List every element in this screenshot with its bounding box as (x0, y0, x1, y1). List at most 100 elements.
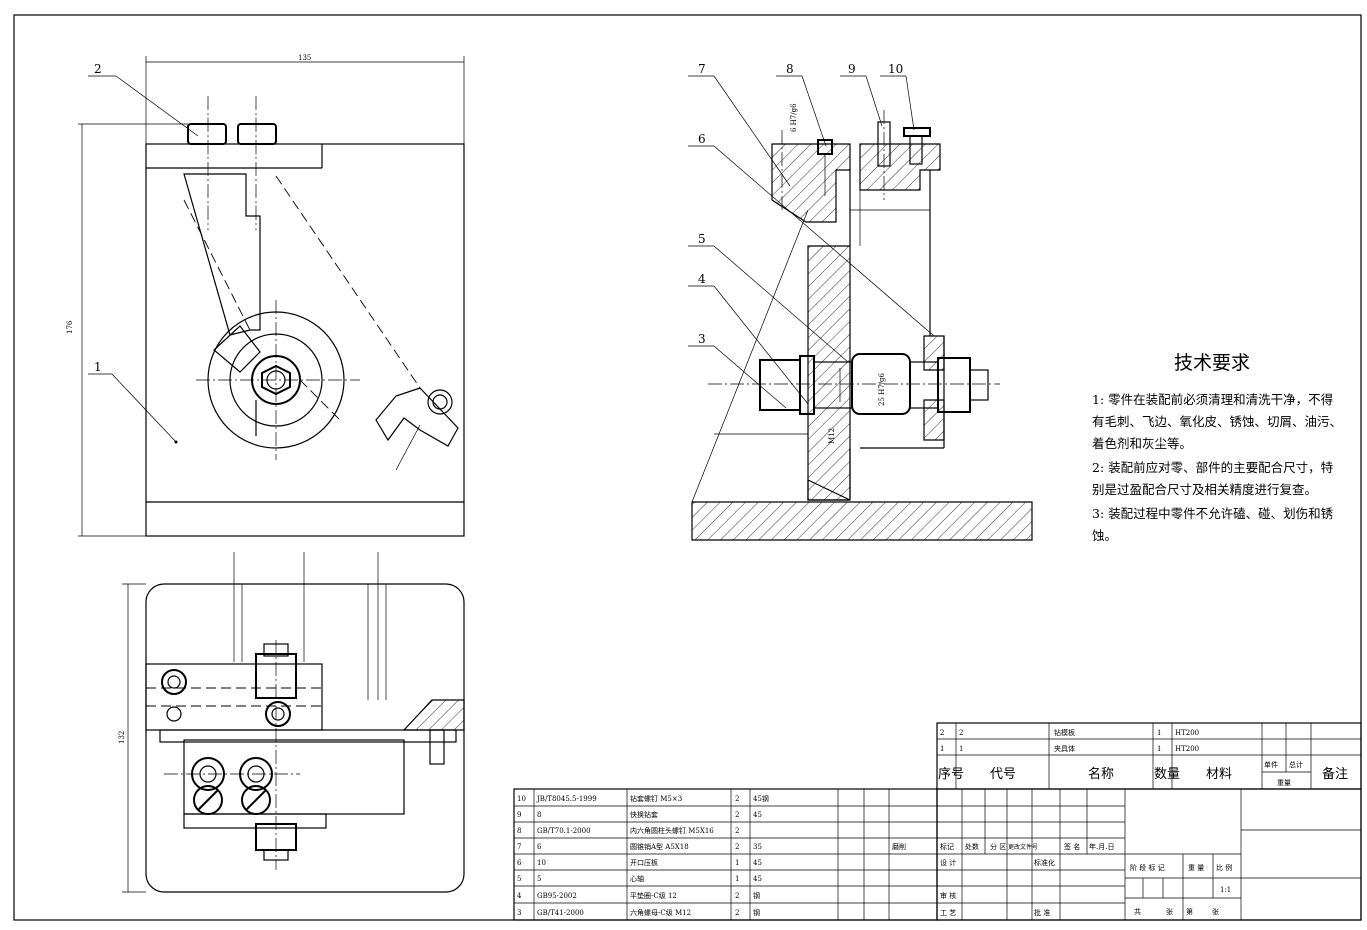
tb-approve: 批 准 (1034, 908, 1050, 917)
lower-row2-name: 快换钻套 (630, 810, 658, 819)
tb-scale: 比 例 (1216, 863, 1232, 872)
dim-drill: 6 H7/g6 (790, 103, 798, 132)
upper-row2-no: 1 (940, 745, 944, 753)
callout-8: 8 (786, 62, 794, 76)
header-no: 序号 (938, 767, 964, 782)
title-block (936, 788, 1362, 921)
lower-row3-code: GB/T70.1-2000 (537, 827, 591, 835)
tb-label-4: 签 名 (1064, 842, 1080, 851)
tb-stage: 阶 段 标 记 (1130, 863, 1165, 872)
lower-row3-qty: 2 (735, 827, 739, 835)
lower-row8-name: 六角螺母-C级 M12 (630, 908, 691, 917)
tb-label-1: 处数 (965, 842, 979, 851)
lower-row4-no: 7 (517, 843, 521, 851)
upper-row1-code: 2 (959, 729, 963, 737)
tb-scale-value: 1:1 (1220, 886, 1231, 894)
lower-row1-no: 10 (517, 795, 526, 803)
upper-row1-qty: 1 (1157, 729, 1161, 737)
right-leaders (688, 75, 935, 409)
tb-label-3: 更改文件号 (1008, 843, 1038, 851)
lower-row6-code: 5 (537, 875, 541, 883)
lower-row4-material: 35 (753, 843, 762, 851)
dim-height-bottom: 132 (118, 731, 126, 744)
callout-3: 3 (698, 332, 706, 346)
tb-standard: 标准化 (1034, 858, 1055, 867)
tech-req-line-5: 别是过盈配合尺寸及相关精度进行复查。 (1092, 482, 1317, 497)
tech-req-line-2: 有毛刺、飞边、氧化皮、锈蚀、切屑、油污、 (1092, 414, 1342, 429)
front-view (78, 56, 465, 537)
tech-req-line-4: 2: 装配前应对零、部件的主要配合尺寸，特 (1092, 460, 1333, 475)
upper-row1-material: HT200 (1175, 729, 1199, 737)
left-leaders (88, 75, 199, 444)
lower-row7-material: 钢 (753, 891, 760, 900)
lower-row3-no: 8 (517, 827, 521, 835)
header-qty: 数量 (1154, 767, 1180, 782)
callout-9: 9 (848, 62, 856, 76)
tech-req-line-3: 着色剂和灰尘等。 (1092, 436, 1192, 451)
lower-row7-name: 平垫圈-C级 12 (630, 891, 677, 900)
tb-label-0: 标记 (940, 842, 954, 851)
lower-row4-name: 圆锥销A型 A5X18 (630, 842, 689, 851)
callout-4: 4 (698, 272, 706, 286)
dim-height-left: 176 (66, 320, 74, 334)
header-weight: 重量 (1277, 779, 1291, 787)
lower-row5-material: 45 (753, 859, 762, 867)
tb-process: 工 艺 (940, 909, 956, 917)
lower-row2-material: 45 (753, 811, 762, 819)
lower-row7-qty: 2 (735, 892, 739, 900)
dim-width-top: 135 (298, 54, 311, 62)
header-name: 名称 (1088, 766, 1114, 782)
lower-row5-code: 10 (537, 859, 546, 867)
tb-sheet-unit-2: 张 (1212, 907, 1219, 916)
lower-row6-qty: 1 (735, 875, 739, 883)
tb-sheet-unit: 张 (1166, 907, 1173, 916)
tb-label-5: 年.月.日 (1089, 842, 1114, 851)
callout-7: 7 (698, 62, 706, 76)
tb-label-2: 分 区 (990, 842, 1006, 851)
lower-row4-code: 6 (537, 843, 542, 851)
header-code: 代号 (990, 767, 1016, 782)
upper-row2-qty: 1 (1157, 745, 1161, 753)
upper-row1-no: 2 (940, 729, 944, 737)
tb-weight: 重 量 (1188, 864, 1204, 872)
tb-sheet-no: 第 (1186, 907, 1193, 916)
tech-req-title: 技术要求 (1174, 352, 1250, 374)
tb-total-sheets: 共 (1134, 907, 1141, 916)
tech-req-line-6: 3: 装配过程中零件不允许磕、碰、划伤和锈 (1092, 506, 1334, 521)
callout-6: 6 (698, 132, 706, 146)
lower-row4-qty: 2 (735, 843, 739, 851)
upper-row2-material: HT200 (1175, 745, 1199, 753)
upper-row1-name: 钻模板 (1054, 728, 1075, 737)
lower-row6-material: 45 (753, 875, 762, 883)
upper-row2-code: 1 (959, 745, 963, 753)
lower-row5-name: 开口压板 (630, 858, 658, 867)
dim-pin: M12 (828, 428, 836, 444)
lower-row7-no: 4 (517, 892, 522, 900)
top-view (122, 552, 465, 893)
lower-row3-name: 内六角圆柱头螺钉 M5X16 (630, 826, 714, 835)
mopi-label: 磨削 (892, 842, 906, 851)
callout-10: 10 (888, 62, 903, 76)
lower-row2-qty: 2 (735, 811, 739, 819)
lower-row5-qty: 1 (735, 859, 739, 867)
tech-req-line-1: 1: 零件在装配前必须清理和清洗干净，不得 (1092, 392, 1333, 407)
header-total: 总计 (1289, 760, 1303, 769)
parts-table-lower (513, 788, 938, 921)
lower-row7-code: GB95-2002 (537, 892, 577, 900)
lower-row8-code: GB/T41-2000 (537, 909, 584, 917)
lower-row1-name: 钻套螺钉 M5×3 (630, 794, 682, 803)
callout-1: 1 (94, 360, 102, 374)
lower-row1-code: JB/T8045.5-1999 (536, 795, 597, 803)
lower-row2-no: 9 (517, 811, 521, 819)
tech-req-line-7: 蚀。 (1092, 528, 1117, 543)
lower-row8-qty: 2 (735, 909, 739, 917)
upper-row2-name: 夹具体 (1054, 744, 1075, 753)
lower-row1-material: 45钢 (753, 794, 769, 803)
header-remark: 备注 (1322, 766, 1348, 782)
header-unit: 单件 (1264, 760, 1278, 769)
lower-row5-no: 6 (517, 859, 522, 867)
dim-bore: 25 H7/g6 (878, 372, 886, 406)
callout-5: 5 (698, 232, 706, 246)
callout-2: 2 (94, 62, 102, 76)
